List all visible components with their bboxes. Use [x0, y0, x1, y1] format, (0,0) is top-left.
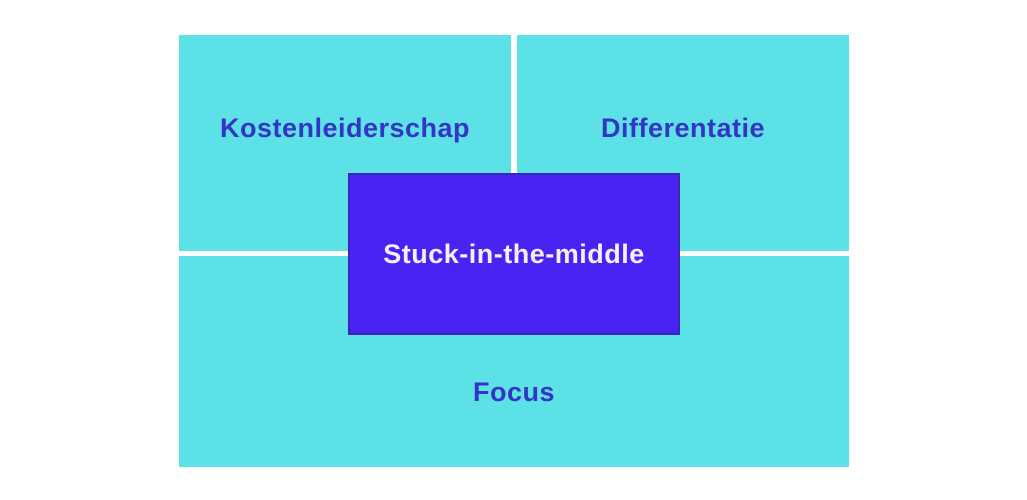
cell-differentatie-label: Differentatie	[600, 113, 766, 143]
cell-stuck-in-the-middle: Stuck-in-the-middle	[348, 173, 680, 335]
cell-focus-label: Focus	[472, 377, 555, 407]
cell-kostenleiderschap: Kostenleiderschap	[179, 35, 511, 251]
cell-kostenleiderschap-label: Kostenleiderschap	[219, 113, 471, 143]
cell-stuck-in-the-middle-label: Stuck-in-the-middle	[383, 239, 645, 269]
